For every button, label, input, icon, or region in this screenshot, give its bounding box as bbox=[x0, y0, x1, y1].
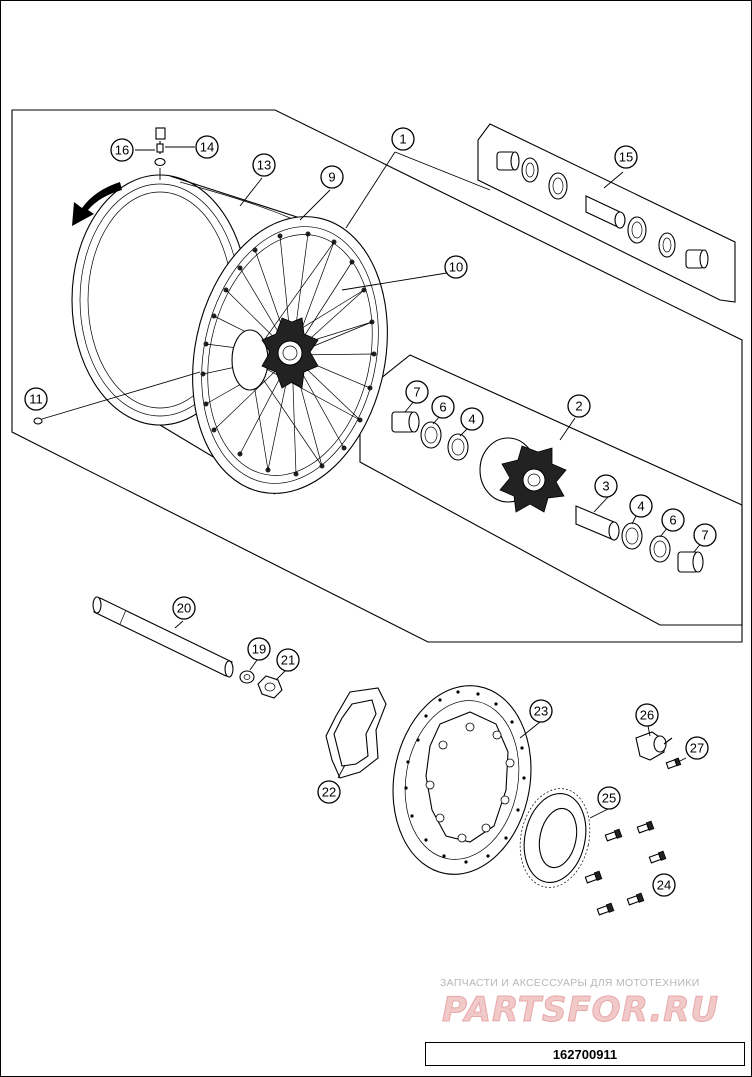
bolts-24-drawing bbox=[584, 820, 667, 916]
part-11-drawing bbox=[33, 371, 201, 425]
callout-4-upper: 4 bbox=[460, 407, 484, 431]
svg-text:27: 27 bbox=[690, 741, 704, 756]
callout-7-upper: 7 bbox=[405, 380, 429, 404]
callout-9: 9 bbox=[320, 165, 344, 189]
svg-text:7: 7 bbox=[413, 385, 420, 400]
callout-10: 10 bbox=[444, 255, 468, 279]
svg-text:4: 4 bbox=[637, 499, 644, 514]
svg-text:25: 25 bbox=[602, 791, 616, 806]
callout-6-upper: 6 bbox=[431, 395, 455, 419]
svg-text:1: 1 bbox=[399, 132, 406, 147]
abs-sensor-drawing bbox=[635, 731, 682, 770]
svg-text:15: 15 bbox=[619, 150, 633, 165]
callout-22: 22 bbox=[317, 780, 341, 804]
callout-23: 23 bbox=[529, 699, 553, 723]
svg-text:6: 6 bbox=[669, 513, 676, 528]
svg-text:24: 24 bbox=[657, 878, 671, 893]
wheel-assembly-outline bbox=[11, 109, 743, 643]
callout-13: 13 bbox=[252, 153, 276, 177]
hub-assembly-drawing bbox=[391, 411, 704, 573]
svg-text:23: 23 bbox=[534, 704, 548, 719]
svg-text:4: 4 bbox=[468, 412, 475, 427]
callout-11: 11 bbox=[24, 387, 48, 411]
document-number: 162700911 bbox=[425, 1042, 745, 1066]
svg-text:10: 10 bbox=[449, 260, 463, 275]
watermark-tagline: ЗАПЧАСТИ И АКСЕССУАРЫ ДЛЯ МОТОТЕХНИКИ bbox=[440, 977, 700, 989]
brake-disc-drawing bbox=[392, 685, 532, 875]
svg-text:22: 22 bbox=[322, 785, 336, 800]
svg-text:3: 3 bbox=[602, 479, 609, 494]
callout-16: 16 bbox=[110, 138, 134, 162]
watermark-logo: PARTSFOR.RU bbox=[442, 990, 720, 1031]
callout-6-lower: 6 bbox=[661, 508, 685, 532]
wheel-drawing bbox=[71, 174, 388, 495]
callout-3: 3 bbox=[594, 474, 618, 498]
axle-drawing bbox=[92, 596, 283, 699]
callout-21: 21 bbox=[276, 648, 300, 672]
callout-24: 24 bbox=[652, 873, 676, 897]
callout-19: 19 bbox=[247, 637, 271, 661]
callout-14: 14 bbox=[195, 135, 219, 159]
callout-26: 26 bbox=[635, 703, 659, 727]
svg-text:26: 26 bbox=[640, 708, 654, 723]
callout-2: 2 bbox=[567, 394, 591, 418]
callout-7-lower: 7 bbox=[693, 523, 717, 547]
svg-text:2: 2 bbox=[575, 399, 582, 414]
abs-ring-drawing bbox=[519, 788, 591, 888]
callout-15: 15 bbox=[614, 145, 638, 169]
svg-text:19: 19 bbox=[252, 642, 266, 657]
bearing-kit-outline bbox=[477, 123, 736, 303]
callout-1: 1 bbox=[391, 127, 415, 151]
callout-20: 20 bbox=[172, 596, 196, 620]
svg-text:20: 20 bbox=[177, 601, 191, 616]
callout-25: 25 bbox=[597, 786, 621, 810]
svg-text:9: 9 bbox=[328, 170, 335, 185]
callout-4-lower: 4 bbox=[629, 494, 653, 518]
svg-text:6: 6 bbox=[439, 400, 446, 415]
valve-parts-drawing bbox=[154, 127, 166, 180]
svg-text:14: 14 bbox=[200, 140, 214, 155]
bearing-kit-drawing bbox=[496, 151, 709, 269]
svg-text:7: 7 bbox=[701, 528, 708, 543]
rotation-arrow bbox=[72, 182, 122, 226]
svg-text:11: 11 bbox=[29, 392, 43, 407]
svg-text:13: 13 bbox=[257, 158, 271, 173]
svg-text:21: 21 bbox=[281, 653, 295, 668]
leader-lines bbox=[135, 146, 703, 819]
part-22-drawing bbox=[325, 687, 387, 779]
callout-27: 27 bbox=[685, 736, 709, 760]
svg-text:16: 16 bbox=[115, 143, 129, 158]
